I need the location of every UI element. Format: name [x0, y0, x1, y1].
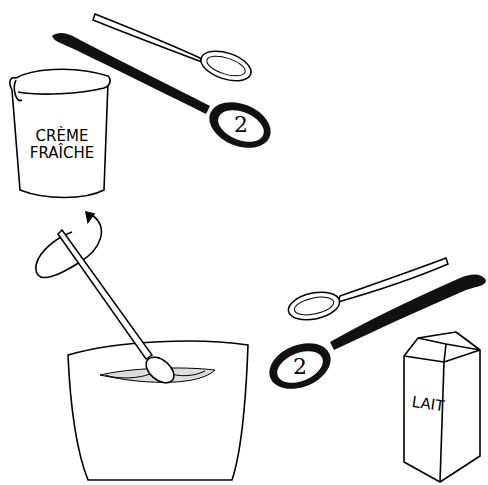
- cream-pot: [10, 69, 110, 197]
- white-spoon: [286, 258, 448, 324]
- quantity-number: 2: [226, 112, 256, 137]
- white-spoon: [93, 14, 255, 86]
- milk-carton: [404, 332, 480, 482]
- quantity-number: 2: [285, 354, 315, 379]
- mixing-bowl: [68, 341, 248, 480]
- stir-spoon: [58, 230, 179, 388]
- product-label: CRÈME FRAÎCHE: [20, 128, 104, 163]
